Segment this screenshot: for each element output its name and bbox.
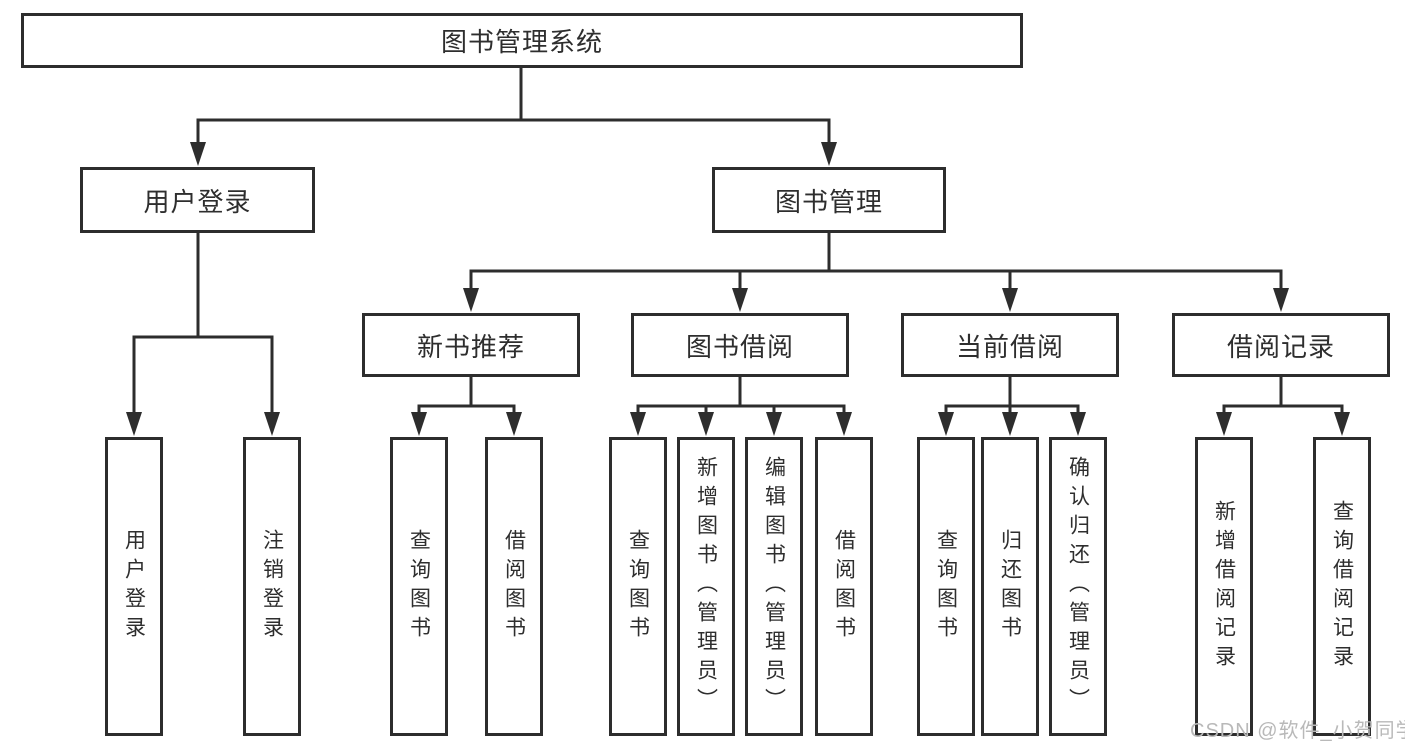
node-book-borrow-label: 图书借阅 [685,331,794,362]
leaf-add-book-admin: 新增图书（管理员） [677,437,735,736]
node-current-borrow-label: 当前借阅 [955,331,1064,362]
leaf-query-books-3: 查询图书 [917,437,975,736]
node-user-login-label: 用户登录 [143,186,252,217]
node-borrow-records: 借阅记录 [1172,313,1390,377]
leaf-add-book-admin-label: 新增图书（管理员） [694,456,718,717]
node-book-management: 图书管理 [712,167,946,233]
node-current-borrow: 当前借阅 [901,313,1119,377]
leaf-query-borrow-record: 查询借阅记录 [1313,437,1371,736]
leaf-user-login: 用户登录 [105,437,163,736]
leaf-query-borrow-record-label: 查询借阅记录 [1330,499,1354,674]
leaf-edit-book-admin: 编辑图书（管理员） [745,437,803,736]
node-root-system: 图书管理系统 [21,13,1023,68]
leaf-edit-book-admin-label: 编辑图书（管理员） [762,456,786,717]
leaf-return-book-label: 归还图书 [998,528,1022,645]
node-book-management-label: 图书管理 [774,186,883,217]
connector-stems [132,66,1344,418]
node-new-book-recommend-label: 新书推荐 [416,331,525,362]
leaf-return-book: 归还图书 [981,437,1039,736]
node-user-login: 用户登录 [80,167,315,233]
csdn-watermark: CSDN @软件_小贺同学 [1190,720,1405,742]
leaf-add-borrow-record-label: 新增借阅记录 [1212,499,1236,674]
arrowhead-icons [126,142,1350,436]
leaf-query-books-2: 查询图书 [609,437,667,736]
node-new-book-recommend: 新书推荐 [362,313,580,377]
node-book-borrow: 图书借阅 [631,313,849,377]
leaf-borrow-books-1: 借阅图书 [485,437,543,736]
leaf-logout: 注销登录 [243,437,301,736]
leaf-user-login-label: 用户登录 [122,528,146,645]
node-root-label: 图书管理系统 [440,27,603,57]
leaf-logout-label: 注销登录 [260,528,284,645]
leaf-confirm-return-admin: 确认归还（管理员） [1049,437,1107,736]
leaf-borrow-books-2-label: 借阅图书 [832,528,856,645]
leaf-borrow-books-1-label: 借阅图书 [502,528,526,645]
leaf-query-books-1-label: 查询图书 [407,528,431,645]
leaf-query-books-2-label: 查询图书 [626,528,650,645]
leaf-borrow-books-2: 借阅图书 [815,437,873,736]
leaf-confirm-return-admin-label: 确认归还（管理员） [1066,456,1090,717]
node-borrow-records-label: 借阅记录 [1226,331,1335,362]
leaf-add-borrow-record: 新增借阅记录 [1195,437,1253,736]
leaf-query-books-3-label: 查询图书 [934,528,958,645]
leaf-query-books-1: 查询图书 [390,437,448,736]
